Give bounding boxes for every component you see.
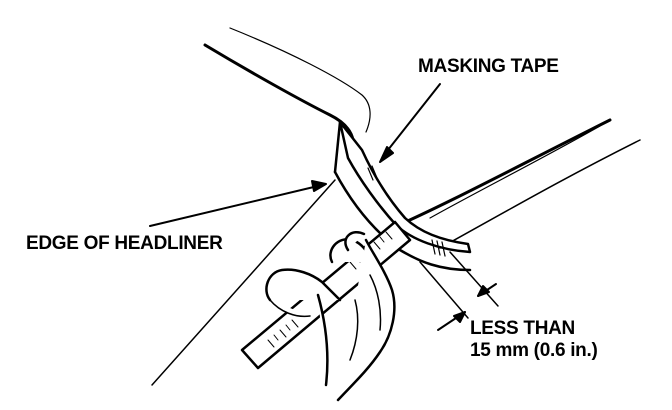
- masking-tape-fold: [333, 120, 342, 174]
- measure-guide-line: [419, 261, 469, 319]
- leader-masking-tape: [379, 83, 441, 163]
- pillar-frame-edge: [390, 118, 612, 230]
- roof-outer-curve: [203, 43, 356, 162]
- dimension-arrows: [437, 283, 497, 331]
- measure-guide-line-2: [449, 251, 499, 307]
- masking-tape-strip: [338, 120, 472, 254]
- tape-texture-marks: [367, 165, 446, 257]
- headliner-diagonal-line: [151, 179, 336, 386]
- hand: [265, 231, 396, 402]
- leader-edge-of-headliner: [149, 180, 327, 227]
- masking-tape-label: MASKING TAPE: [418, 56, 559, 77]
- pillar-lower-edge: [439, 139, 641, 249]
- less-than-label: LESS THAN: [470, 318, 575, 339]
- pillar-inner-line: [429, 125, 601, 219]
- edge-of-headliner-label: EDGE OF HEADLINER: [26, 233, 223, 254]
- roof-panel-line: [229, 27, 371, 133]
- measurement-label: 15 mm (0.6 in.): [470, 340, 598, 361]
